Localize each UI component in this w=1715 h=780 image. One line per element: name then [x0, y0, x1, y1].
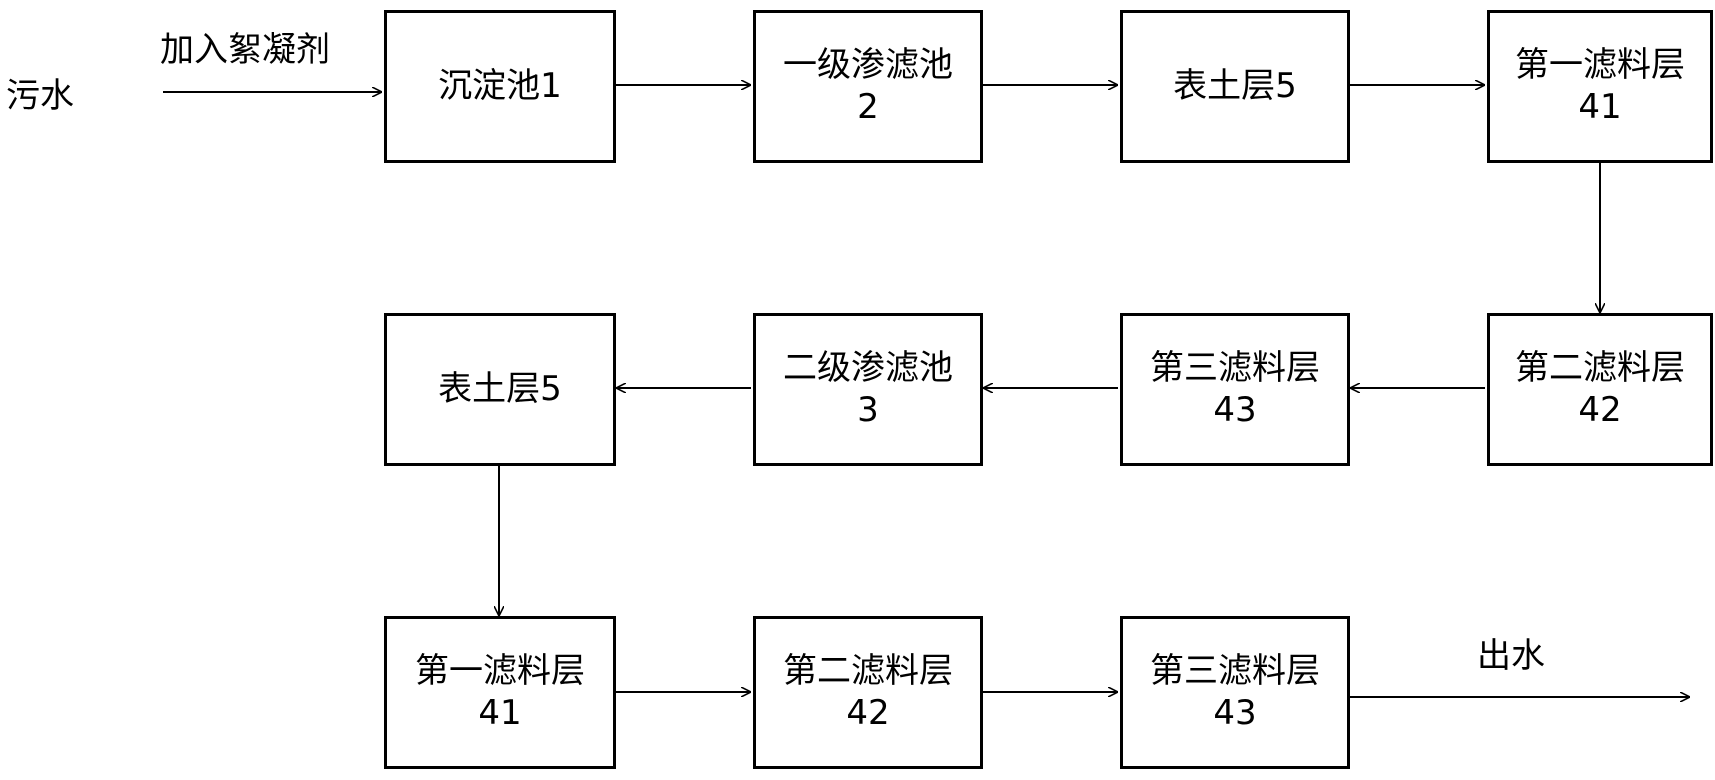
third-filter-layer-label-2: 第三滤料层 — [1150, 651, 1320, 692]
first-filter-layer-label-2: 第一滤料层 — [415, 651, 585, 692]
third-filter-layer-box-1: 第三滤料层 43 — [1120, 313, 1350, 466]
third-filter-layer-number-1: 43 — [1213, 389, 1257, 430]
secondary-filter-tank-label: 二级渗滤池 — [783, 348, 953, 389]
first-filter-layer-number-1: 41 — [1578, 86, 1622, 127]
second-filter-layer-box-2: 第二滤料层 42 — [753, 616, 983, 769]
secondary-filter-tank-box: 二级渗滤池 3 — [753, 313, 983, 466]
sedimentation-tank-box: 沉淀池1 — [384, 10, 616, 163]
second-filter-layer-label-1: 第二滤料层 — [1515, 348, 1685, 389]
first-filter-layer-label-1: 第一滤料层 — [1515, 45, 1685, 86]
secondary-filter-tank-number: 3 — [857, 389, 879, 430]
sedimentation-tank-label: 沉淀池1 — [438, 65, 562, 106]
third-filter-layer-number-2: 43 — [1213, 692, 1257, 733]
primary-filter-tank-label: 一级渗滤池 — [783, 45, 953, 86]
input-label: 污水 — [6, 76, 74, 116]
output-label: 出水 — [1477, 636, 1545, 676]
primary-filter-tank-box: 一级渗滤池 2 — [753, 10, 983, 163]
second-filter-layer-number-1: 42 — [1578, 389, 1622, 430]
second-filter-layer-box-1: 第二滤料层 42 — [1487, 313, 1713, 466]
topsoil-layer-box-2: 表土层5 — [384, 313, 616, 466]
first-filter-layer-box-1: 第一滤料层 41 — [1487, 10, 1713, 163]
first-filter-layer-number-2: 41 — [478, 692, 522, 733]
second-filter-layer-label-2: 第二滤料层 — [783, 651, 953, 692]
topsoil-layer-label-2: 表土层5 — [438, 368, 562, 409]
third-filter-layer-box-2: 第三滤料层 43 — [1120, 616, 1350, 769]
primary-filter-tank-number: 2 — [857, 86, 879, 127]
topsoil-layer-box-1: 表土层5 — [1120, 10, 1350, 163]
third-filter-layer-label-1: 第三滤料层 — [1150, 348, 1320, 389]
second-filter-layer-number-2: 42 — [846, 692, 890, 733]
flocculant-label: 加入絮凝剂 — [160, 30, 330, 70]
topsoil-layer-label-1: 表土层5 — [1173, 65, 1297, 106]
first-filter-layer-box-2: 第一滤料层 41 — [384, 616, 616, 769]
